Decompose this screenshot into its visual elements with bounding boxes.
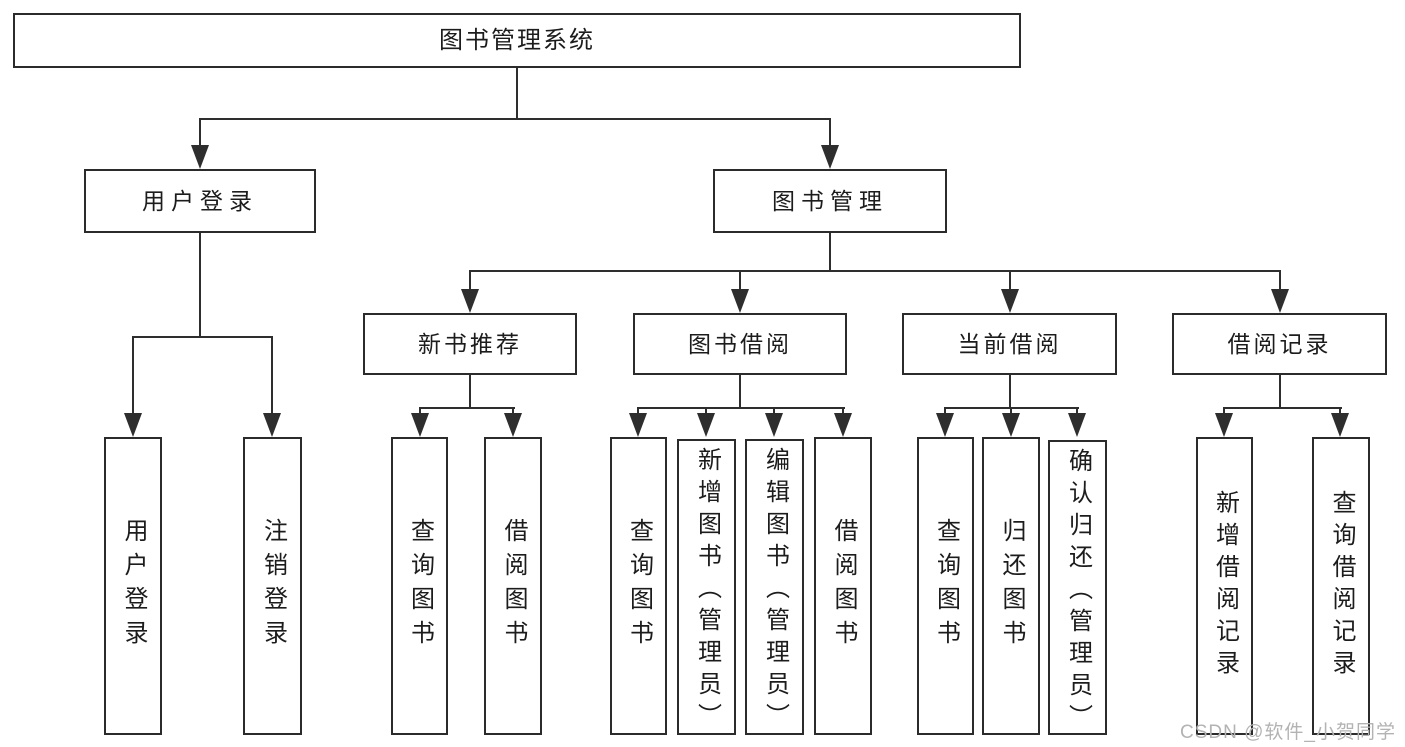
connector-line [199, 233, 201, 338]
node-label: 借阅图书 [830, 518, 857, 654]
node-label: 新书推荐 [418, 330, 522, 357]
connector-line [469, 270, 1281, 272]
connector-line [1223, 407, 1225, 416]
arrow-down-icon [1001, 289, 1019, 313]
node-book-management: 图书管理 [713, 169, 947, 233]
leaf-add-book-admin: 新增图书（管理员） [677, 439, 736, 735]
node-label: 借阅图书 [500, 518, 527, 654]
node-label: 查询图书 [932, 518, 960, 654]
arrow-down-icon [936, 413, 954, 437]
leaf-query-books-borrowing: 查询图书 [610, 437, 667, 735]
connector-line [132, 336, 273, 338]
arrow-down-icon [697, 413, 715, 437]
arrow-down-icon [1068, 413, 1086, 437]
node-book-borrowing: 图书借阅 [633, 313, 847, 375]
leaf-borrow-books-recommend: 借阅图书 [484, 437, 542, 735]
leaf-edit-book-admin: 编辑图书（管理员） [745, 439, 804, 735]
connector-line [829, 233, 831, 271]
connector-line [271, 336, 273, 416]
leaf-query-borrow-record: 查询借阅记录 [1312, 437, 1370, 735]
node-label: 确认归还（管理员） [1064, 448, 1092, 736]
connector-line [1009, 270, 1011, 292]
arrow-down-icon [1271, 289, 1289, 313]
leaf-return-books: 归还图书 [982, 437, 1040, 735]
connector-line [512, 407, 514, 416]
arrow-down-icon [504, 413, 522, 437]
arrow-down-icon [263, 413, 281, 437]
connector-line [705, 407, 707, 416]
leaf-add-borrow-record: 新增借阅记录 [1196, 437, 1253, 735]
node-label: 归还图书 [998, 518, 1025, 654]
node-user-login: 用户登录 [84, 169, 316, 233]
node-label: 用户登录 [142, 187, 258, 214]
arrow-down-icon [821, 145, 839, 169]
leaf-user-login: 用户登录 [104, 437, 162, 735]
arrow-down-icon [191, 145, 209, 169]
leaf-borrow-books: 借阅图书 [814, 437, 872, 735]
arrow-down-icon [629, 413, 647, 437]
connector-line [1339, 407, 1341, 416]
arrow-down-icon [765, 413, 783, 437]
node-label: 图书管理 [772, 187, 888, 214]
node-label: 用户登录 [120, 518, 147, 654]
connector-line [1009, 375, 1011, 408]
node-label: 查询图书 [406, 518, 434, 654]
node-label: 新增借阅记录 [1211, 490, 1239, 682]
arrow-down-icon [461, 289, 479, 313]
connector-line [199, 118, 831, 120]
connector-line [1076, 407, 1078, 416]
connector-line [739, 375, 741, 408]
connector-line [1010, 407, 1012, 416]
arrow-down-icon [834, 413, 852, 437]
node-library-management-system: 图书管理系统 [13, 13, 1021, 68]
connector-line [419, 407, 421, 416]
leaf-logout: 注销登录 [243, 437, 302, 735]
connector-line [637, 407, 845, 409]
node-borrowing-records: 借阅记录 [1172, 313, 1387, 375]
arrow-down-icon [1002, 413, 1020, 437]
connector-line [944, 407, 946, 416]
node-new-book-recommendation: 新书推荐 [363, 313, 577, 375]
connector-line [773, 407, 775, 416]
node-label: 编辑图书（管理员） [761, 447, 789, 735]
connector-line [637, 407, 639, 416]
node-label: 注销登录 [259, 518, 287, 654]
connector-line [516, 68, 518, 118]
node-current-borrowing: 当前借阅 [902, 313, 1117, 375]
arrow-down-icon [731, 289, 749, 313]
connector-line [419, 407, 515, 409]
node-label: 图书借阅 [688, 330, 792, 357]
connector-line [1223, 407, 1342, 409]
arrow-down-icon [124, 413, 142, 437]
node-label: 借阅记录 [1227, 330, 1332, 357]
connector-line [1279, 270, 1281, 292]
node-label: 查询借阅记录 [1328, 490, 1355, 682]
connector-line [469, 375, 471, 408]
connector-line [829, 118, 831, 148]
connector-line [469, 270, 471, 292]
leaf-confirm-return-admin: 确认归还（管理员） [1048, 440, 1107, 736]
connector-line [1279, 375, 1281, 408]
watermark: CSDN @软件_小贺同学 [1180, 722, 1396, 743]
connector-line [842, 407, 844, 416]
arrow-down-icon [1215, 413, 1233, 437]
connector-line [199, 118, 201, 148]
node-label: 图书管理系统 [439, 26, 595, 54]
node-label: 当前借阅 [957, 330, 1062, 357]
connector-line [132, 336, 134, 416]
arrow-down-icon [1331, 413, 1349, 437]
leaf-query-books-current: 查询图书 [917, 437, 974, 735]
node-label: 查询图书 [625, 518, 653, 654]
arrow-down-icon [411, 413, 429, 437]
connector-line [739, 270, 741, 292]
leaf-query-books-recommend: 查询图书 [391, 437, 448, 735]
node-label: 新增图书（管理员） [693, 447, 721, 735]
